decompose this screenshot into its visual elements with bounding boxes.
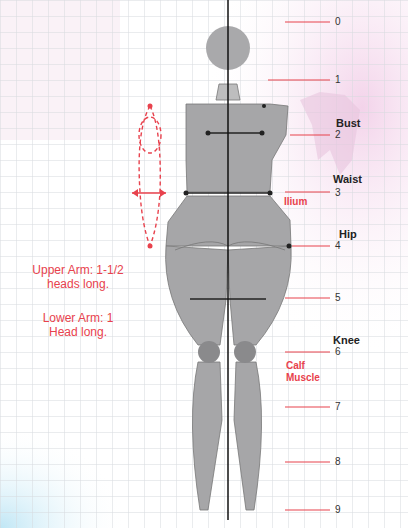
callout-number: 9: [335, 504, 341, 516]
anatomy-label: Calf Muscle: [286, 360, 330, 383]
callout-number: 7: [335, 401, 341, 413]
measure-label: Bust: [336, 117, 360, 130]
measure-label: Knee: [333, 334, 360, 347]
measure-label: Hip: [339, 228, 357, 241]
callout-number: 5: [335, 292, 341, 304]
callout-number: 2: [335, 129, 341, 141]
callout-number: 6: [335, 346, 341, 358]
callout-number: 0: [335, 16, 341, 28]
callout-number: 3: [335, 187, 341, 199]
callout-number: 4: [335, 240, 341, 252]
callout-number: 8: [335, 456, 341, 468]
arm-proportion-note: Upper Arm: 1-1/2 heads long.: [28, 264, 128, 292]
measure-label: Waist: [333, 173, 362, 186]
callout-number: 1: [335, 74, 341, 86]
anatomy-label: Ilium: [284, 196, 307, 208]
arm-proportion-note: Lower Arm: 1 Head long.: [28, 312, 128, 340]
